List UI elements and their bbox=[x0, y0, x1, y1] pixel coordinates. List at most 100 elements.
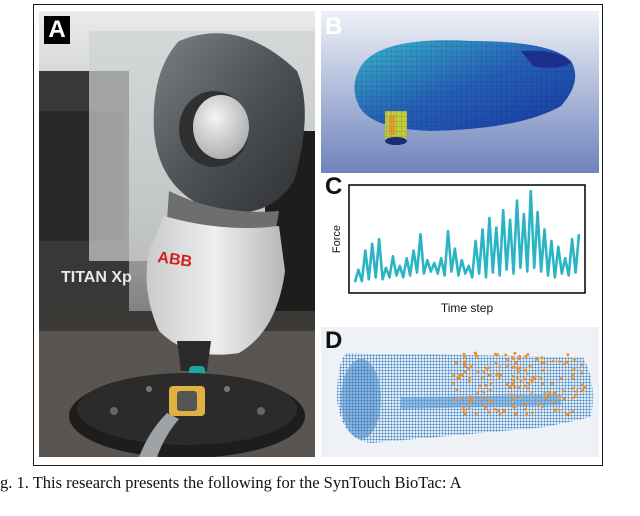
contact-point bbox=[514, 361, 517, 365]
contact-point bbox=[548, 391, 552, 395]
contact-point bbox=[524, 368, 527, 372]
contact-point bbox=[451, 381, 455, 385]
contact-point bbox=[582, 385, 586, 389]
contact-point bbox=[461, 406, 465, 410]
contact-point bbox=[573, 393, 577, 397]
contact-point bbox=[476, 370, 480, 374]
contact-point bbox=[496, 353, 500, 357]
contact-point bbox=[510, 374, 514, 378]
contact-point bbox=[487, 410, 491, 414]
contact-point bbox=[512, 378, 516, 382]
contact-point bbox=[506, 365, 510, 369]
contact-point bbox=[482, 397, 486, 401]
contact-point bbox=[476, 392, 480, 396]
contact-point bbox=[508, 385, 512, 389]
contact-point bbox=[542, 368, 546, 372]
contact-point bbox=[573, 358, 576, 361]
contact-point bbox=[539, 375, 543, 379]
contact-point bbox=[519, 379, 523, 382]
contact-point bbox=[559, 377, 563, 380]
force-series-line-0 bbox=[353, 189, 581, 283]
contact-point bbox=[518, 395, 522, 399]
contact-point bbox=[533, 375, 537, 379]
contact-point bbox=[552, 391, 556, 395]
contact-point bbox=[561, 389, 565, 393]
contact-point bbox=[580, 371, 584, 375]
contact-point bbox=[528, 364, 532, 368]
contact-point bbox=[478, 384, 482, 388]
contact-point bbox=[504, 353, 508, 357]
point-cloud bbox=[337, 351, 593, 443]
contact-point bbox=[526, 353, 530, 356]
contact-point bbox=[454, 361, 458, 365]
contact-point bbox=[567, 411, 571, 415]
panel-letter-a: A bbox=[44, 16, 70, 44]
contact-point bbox=[502, 408, 506, 412]
panel-c-chart: Time step Force C bbox=[321, 175, 599, 325]
contact-point bbox=[474, 412, 478, 416]
panel-d-pointcloud: D bbox=[321, 327, 599, 457]
contact-point bbox=[526, 386, 530, 390]
force-chart: Time step Force bbox=[331, 184, 586, 315]
panel-a-photo: TITAN Xp ABB A bbox=[39, 11, 315, 457]
contact-point bbox=[516, 377, 519, 381]
contact-point bbox=[506, 358, 509, 362]
contact-point bbox=[462, 352, 466, 356]
contact-point bbox=[485, 366, 488, 370]
contact-point bbox=[551, 359, 555, 363]
contact-point bbox=[497, 409, 501, 413]
contact-point bbox=[511, 365, 515, 369]
contact-point bbox=[563, 397, 566, 401]
contact-point bbox=[505, 383, 509, 387]
panel-letter-d: D bbox=[325, 327, 343, 354]
contact-point bbox=[522, 384, 526, 388]
contact-point bbox=[474, 351, 478, 355]
contact-point bbox=[580, 363, 584, 367]
contact-point bbox=[543, 391, 547, 395]
contact-point bbox=[570, 396, 574, 400]
contact-point bbox=[456, 375, 460, 379]
contact-point bbox=[527, 381, 531, 385]
contact-point bbox=[488, 399, 491, 402]
contact-point bbox=[498, 377, 501, 381]
contact-point bbox=[575, 389, 579, 393]
x-axis-label: Time step bbox=[441, 301, 494, 315]
contact-point bbox=[469, 395, 473, 399]
contact-point bbox=[540, 356, 544, 360]
contact-point bbox=[510, 382, 514, 386]
contact-point bbox=[518, 354, 522, 358]
contact-point bbox=[468, 375, 472, 379]
panel-letter-c: C bbox=[325, 175, 343, 200]
contact-point bbox=[544, 397, 548, 401]
contact-point bbox=[525, 412, 529, 416]
contact-point bbox=[581, 383, 584, 387]
contact-point bbox=[581, 389, 585, 393]
contact-point bbox=[472, 399, 476, 403]
contact-point bbox=[467, 366, 471, 370]
contact-point bbox=[552, 400, 556, 403]
contact-point bbox=[489, 381, 493, 385]
contact-point bbox=[463, 412, 467, 416]
contact-point bbox=[467, 379, 471, 382]
contact-point bbox=[462, 408, 466, 412]
contact-point bbox=[462, 355, 466, 359]
contact-point bbox=[463, 364, 467, 368]
contact-point bbox=[566, 353, 570, 357]
contact-point bbox=[498, 365, 502, 369]
contact-point bbox=[482, 403, 486, 406]
contact-point bbox=[571, 372, 575, 376]
contact-point bbox=[467, 407, 471, 411]
contact-point bbox=[512, 397, 516, 401]
contact-point bbox=[499, 373, 502, 377]
contact-point bbox=[571, 410, 575, 414]
contact-point bbox=[463, 360, 467, 364]
panel-letter-b: B bbox=[325, 13, 343, 40]
contact-point bbox=[488, 387, 492, 391]
y-axis-label: Force bbox=[331, 225, 343, 253]
fem-mesh bbox=[321, 11, 599, 173]
contact-point bbox=[572, 367, 576, 371]
contact-point bbox=[516, 367, 520, 370]
contact-point bbox=[524, 403, 527, 406]
contact-point bbox=[553, 408, 557, 412]
contact-point bbox=[530, 411, 534, 415]
